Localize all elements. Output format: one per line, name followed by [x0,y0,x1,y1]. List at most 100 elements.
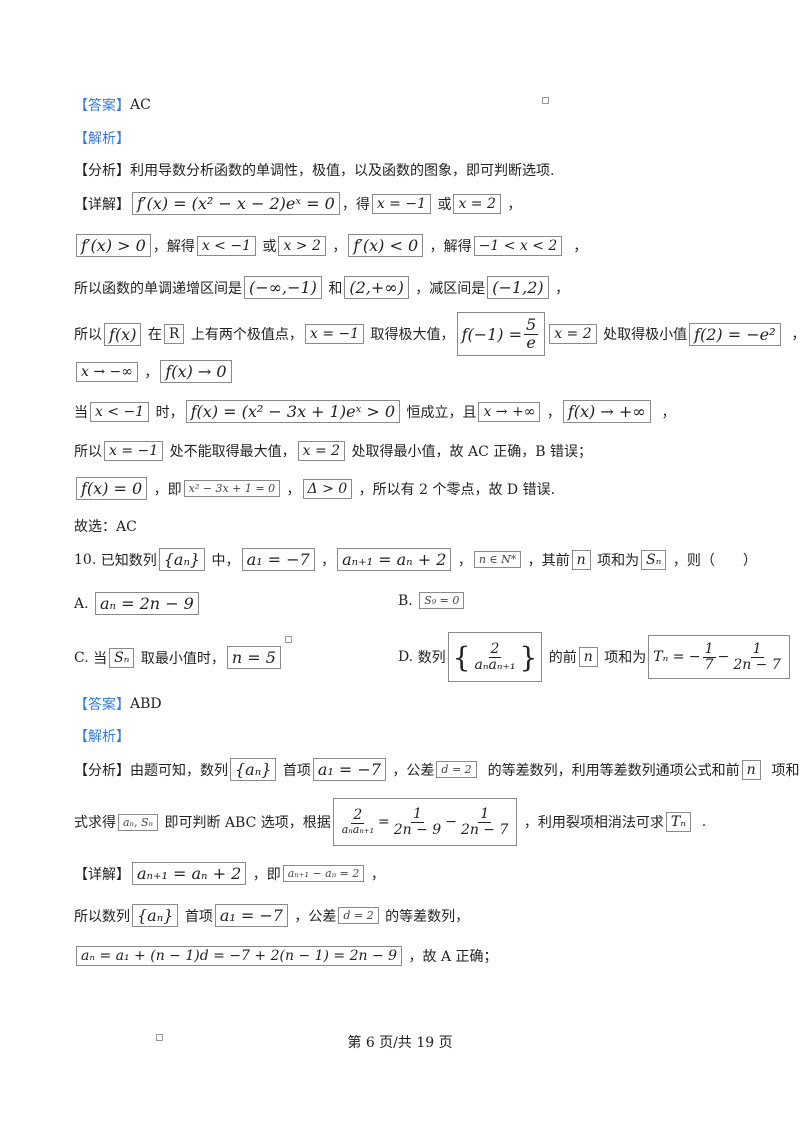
text: ，减区间是 [410,280,486,297]
text: ， [139,364,159,381]
formula: x = 2 [549,324,597,344]
formula-part: − [717,649,730,665]
formula: a₁ = −7 [241,548,315,571]
text: ，解得 [425,238,472,255]
detail-line-8: f(x) = 0 ，即 x² − 3x + 1 = 0 ， Δ > 0 ，所以有… [74,477,555,500]
text: 已知数列 [96,552,157,569]
formula: x² − 3x + 1 = 0 [183,480,281,497]
text: 处不能取得最大值， [165,444,296,460]
detail-line-5: x → −∞ ， f(x) → 0 [74,360,234,383]
formula: x > 2 [278,235,326,256]
text: ， [327,238,347,255]
text: 项和为 [592,552,640,569]
formula: x < −1 [90,401,150,422]
text: 式求得 [74,815,116,831]
detail-tag: 【详解】 [74,866,130,883]
text: 由题可知，数列 [130,762,228,779]
text: 取得极大值， [366,327,455,343]
detail-line-1: 【详解】 f′(x) = (x² − x − 2)eˣ = 0 ，得 x = −… [74,192,521,215]
text: 所以函数的单调递增区间是 [74,280,242,297]
fenxi-text: 利用导数分析函数的单调性，极值，以及函数的图象，即可判断选项. [130,163,555,179]
formula: {aₙ} [230,758,277,781]
text: 所以 [74,444,102,460]
formula-fraction: { 2 aₙaₙ₊₁ } [447,632,543,682]
page-footer: 第 6 页/共 19 页 [347,1035,453,1051]
detail-line-2: f′(x) > 0 ，解得 x < −1 或 x > 2 ， f′(x) < 0… [74,234,587,257]
option-c: C. 当 Sₙ 取最小值时， n = 5 [74,646,283,669]
text: ，即 [248,866,281,883]
numerator: 5 [524,314,539,335]
text: ，得 [341,196,370,213]
option-label: B. [398,592,413,609]
formula-fraction: f(−1) = 5 e [456,312,546,356]
formula-fraction: Tₙ = − 1 7 − 1 2n − 7 [648,635,790,679]
text: 首项 [278,762,311,779]
fraction: 1 7 [702,642,716,672]
text: 即可判断 ABC 选项，根据 [160,815,331,831]
formula: x < −1 [196,235,256,256]
text: ， [652,404,676,421]
formula: Sₙ [109,647,135,668]
text: 的前 [544,650,577,666]
formula: (2,+∞) [344,276,409,299]
formula: aₙ₊₁ = aₙ + 2 [132,862,247,885]
answer-10-line: 【答案】 ABD [74,694,162,714]
formula: R [163,324,185,344]
formula: x = −1 [371,193,431,214]
text: 时， [151,404,184,421]
text: 项和公 [771,762,800,779]
text: 在 [143,327,162,343]
formula-fraction: 2 aₙaₙ₊₁ = 1 2n − 9 − 1 2n − 7 [332,798,518,846]
answer-value: ABD [130,696,162,712]
formula: S₉ = 0 [419,592,465,609]
formula: {aₙ} [158,548,206,571]
fenxi-tag: 【分析】 [74,163,130,179]
analysis-heading: 【解析】 [74,128,130,148]
detail-10-line-3: aₙ = a₁ + (n − 1)d = −7 + 2(n − 1) = 2n … [74,946,498,966]
detail-tag: 【详解】 [74,196,130,213]
text: 首项 [180,908,213,925]
formula: f′(x) > 0 [76,234,151,257]
text: 恒成立，且 [402,404,477,421]
formula: f(x) = 0 [76,477,148,500]
answer-line: 【答案】 AC [74,95,151,115]
formula: f(x) → 0 [160,360,232,383]
formula-part: = [378,814,390,830]
fraction: 1 2n − 7 [731,642,782,672]
formula: n = 5 [226,646,281,669]
formula: Sₙ [641,549,667,570]
numerator: 1 [750,640,764,658]
text: 当 [74,404,88,421]
formula: Tₙ [665,812,691,832]
text: 项和为 [599,650,647,666]
formula: a₁ = −7 [214,904,288,927]
scan-mark [542,97,549,104]
text: ， [502,196,522,213]
fraction: 2 aₙaₙ₊₁ [472,642,517,672]
text: 所以数列 [74,908,130,925]
formula: aₙ = 2n − 9 [95,592,199,615]
formula: f(x) [104,322,142,346]
formula: (−1,2) [487,276,549,299]
denominator: 2n − 9 [393,821,442,838]
text: ， [282,481,301,498]
denominator: aₙaₙ₊₁ [474,656,516,673]
formula: f(x) = (x² − 3x + 1)eˣ > 0 [185,400,400,423]
text: 中， [207,552,240,569]
formula: x → −∞ [76,361,138,382]
formula: x → +∞ [478,401,541,422]
question-10-stem: 10. 已知数列 {aₙ} 中， a₁ = −7 ， aₙ₊₁ = aₙ + 2… [74,548,757,571]
option-label: A. [74,595,89,612]
answer-value: AC [130,97,151,113]
formula: {aₙ} [132,904,179,927]
formula: x = 2 [453,193,501,214]
text: 处取得极小值 [598,327,688,343]
fraction: 5 e [524,314,539,352]
text: ， [783,324,800,344]
text: ，解得 [152,238,195,255]
numerator: 2 [351,807,365,825]
denominator: aₙaₙ₊₁ [341,823,374,837]
formula-part: − [445,814,457,830]
text: 所以 [74,327,102,343]
text: ， [316,552,336,569]
